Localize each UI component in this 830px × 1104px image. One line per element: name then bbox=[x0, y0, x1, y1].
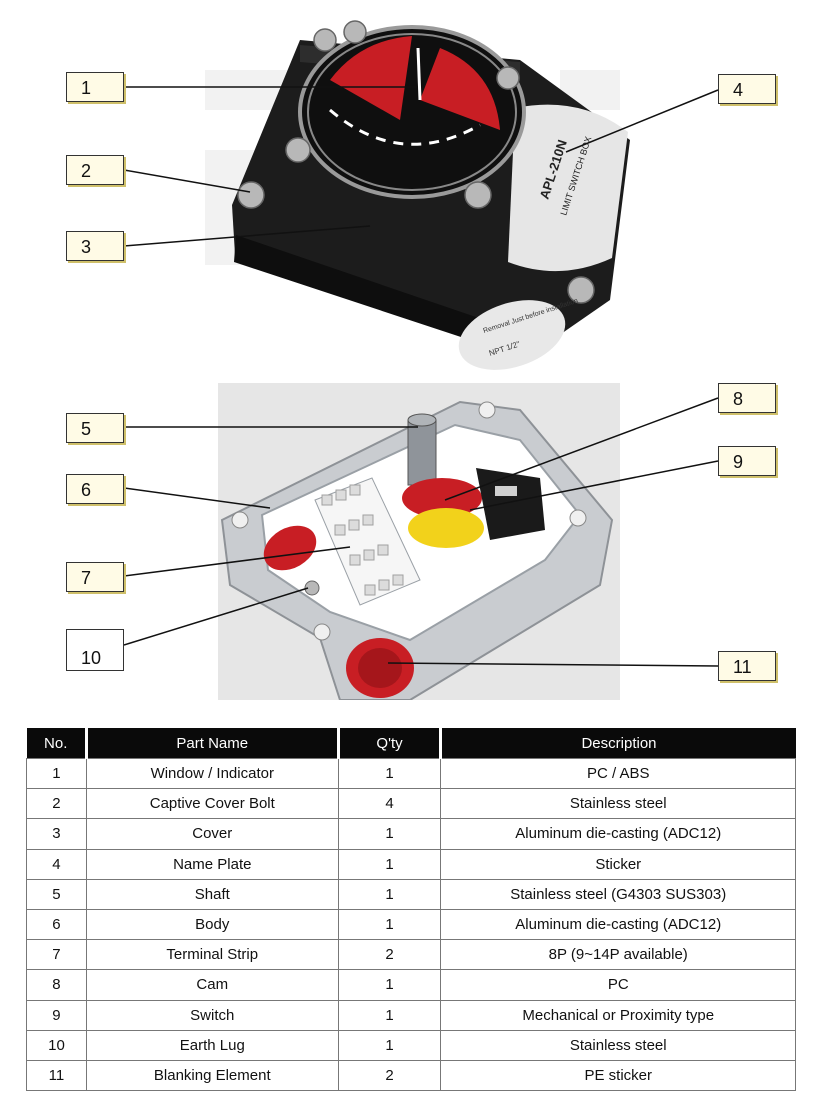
cam-red bbox=[402, 478, 482, 518]
open-box-image bbox=[218, 383, 620, 700]
cell-no: 5 bbox=[26, 878, 87, 910]
product-illustration: APL-210N LIMIT SWITCH BOX Removal Just b… bbox=[123, 20, 719, 700]
cell-description: Aluminum die-casting (ADC12) bbox=[440, 818, 796, 850]
parts-table-header: No. Part Name Q'ty Description bbox=[26, 728, 796, 759]
cell-part-name: Name Plate bbox=[85, 848, 339, 880]
cell-no: 6 bbox=[26, 908, 87, 941]
name-plate bbox=[508, 104, 628, 272]
closed-box-image: APL-210N LIMIT SWITCH BOX Removal Just b… bbox=[205, 20, 630, 370]
callout-6: 6 bbox=[66, 474, 124, 504]
earth-lug bbox=[304, 580, 320, 596]
cell-qty: 1 bbox=[337, 999, 442, 1031]
cell-no: 1 bbox=[26, 757, 87, 790]
cell-description: Sticker bbox=[440, 848, 796, 880]
cam-yellow bbox=[408, 508, 484, 548]
cell-qty: 2 bbox=[337, 939, 442, 971]
cell-qty: 1 bbox=[337, 969, 442, 1001]
callout-2: 2 bbox=[66, 155, 124, 185]
cell-part-name: Window / Indicator bbox=[85, 757, 339, 790]
cell-description: Mechanical or Proximity type bbox=[440, 999, 796, 1031]
cell-part-name: Cam bbox=[85, 969, 339, 1001]
cell-part-name: Captive Cover Bolt bbox=[85, 788, 339, 820]
switch bbox=[476, 468, 545, 540]
cell-description: Stainless steel bbox=[440, 1029, 796, 1061]
cell-part-name: Cover bbox=[85, 818, 339, 850]
product-diagram: APL-210N LIMIT SWITCH BOX Removal Just b… bbox=[66, 20, 776, 700]
callout-3: 3 bbox=[66, 231, 124, 261]
cover-bolts bbox=[237, 20, 595, 304]
leader-lines bbox=[123, 86, 719, 667]
cell-no: 7 bbox=[26, 939, 87, 971]
cell-qty: 1 bbox=[337, 908, 442, 941]
cell-qty: 1 bbox=[337, 848, 442, 880]
header-qty: Q'ty bbox=[338, 728, 443, 759]
cell-part-name: Terminal Strip bbox=[85, 939, 339, 971]
cell-qty: 1 bbox=[337, 818, 442, 850]
cell-part-name: Blanking Element bbox=[85, 1059, 339, 1092]
cell-qty: 1 bbox=[337, 757, 442, 790]
cell-description: Stainless steel (G4303 SUS303) bbox=[440, 878, 796, 910]
cell-no: 10 bbox=[26, 1029, 87, 1061]
cell-part-name: Earth Lug bbox=[85, 1029, 339, 1061]
cell-part-name: Shaft bbox=[85, 878, 339, 910]
cell-description: 8P (9~14P available) bbox=[440, 939, 796, 971]
cell-description: Aluminum die-casting (ADC12) bbox=[440, 908, 796, 941]
callout-10: 10 bbox=[66, 629, 124, 671]
cell-no: 4 bbox=[26, 848, 87, 880]
cell-qty: 1 bbox=[337, 878, 442, 910]
header-no: No. bbox=[26, 728, 88, 759]
cell-no: 2 bbox=[26, 788, 87, 820]
callout-9: 9 bbox=[718, 446, 776, 476]
cell-part-name: Body bbox=[85, 908, 339, 941]
callout-7: 7 bbox=[66, 562, 124, 592]
cell-no: 9 bbox=[26, 999, 87, 1031]
cell-description: PC / ABS bbox=[440, 757, 796, 790]
cell-qty: 1 bbox=[337, 1029, 442, 1061]
cell-no: 11 bbox=[26, 1059, 87, 1092]
cell-qty: 4 bbox=[337, 788, 442, 820]
callout-5: 5 bbox=[66, 413, 124, 443]
cell-description: PC bbox=[440, 969, 796, 1001]
header-part-name: Part Name bbox=[86, 728, 340, 759]
cell-qty: 2 bbox=[337, 1059, 442, 1092]
cell-description: Stainless steel bbox=[440, 788, 796, 820]
callout-11: 11 bbox=[718, 651, 776, 681]
cell-description: PE sticker bbox=[440, 1059, 796, 1092]
cell-no: 8 bbox=[26, 969, 87, 1001]
callout-1: 1 bbox=[66, 72, 124, 102]
terminal-strip bbox=[314, 477, 421, 606]
header-description: Description bbox=[440, 728, 796, 759]
cell-no: 3 bbox=[26, 818, 87, 850]
callout-8: 8 bbox=[718, 383, 776, 413]
callout-4: 4 bbox=[718, 74, 776, 104]
shaft bbox=[407, 419, 437, 486]
cell-part-name: Switch bbox=[85, 999, 339, 1031]
port-sticker bbox=[458, 300, 566, 370]
